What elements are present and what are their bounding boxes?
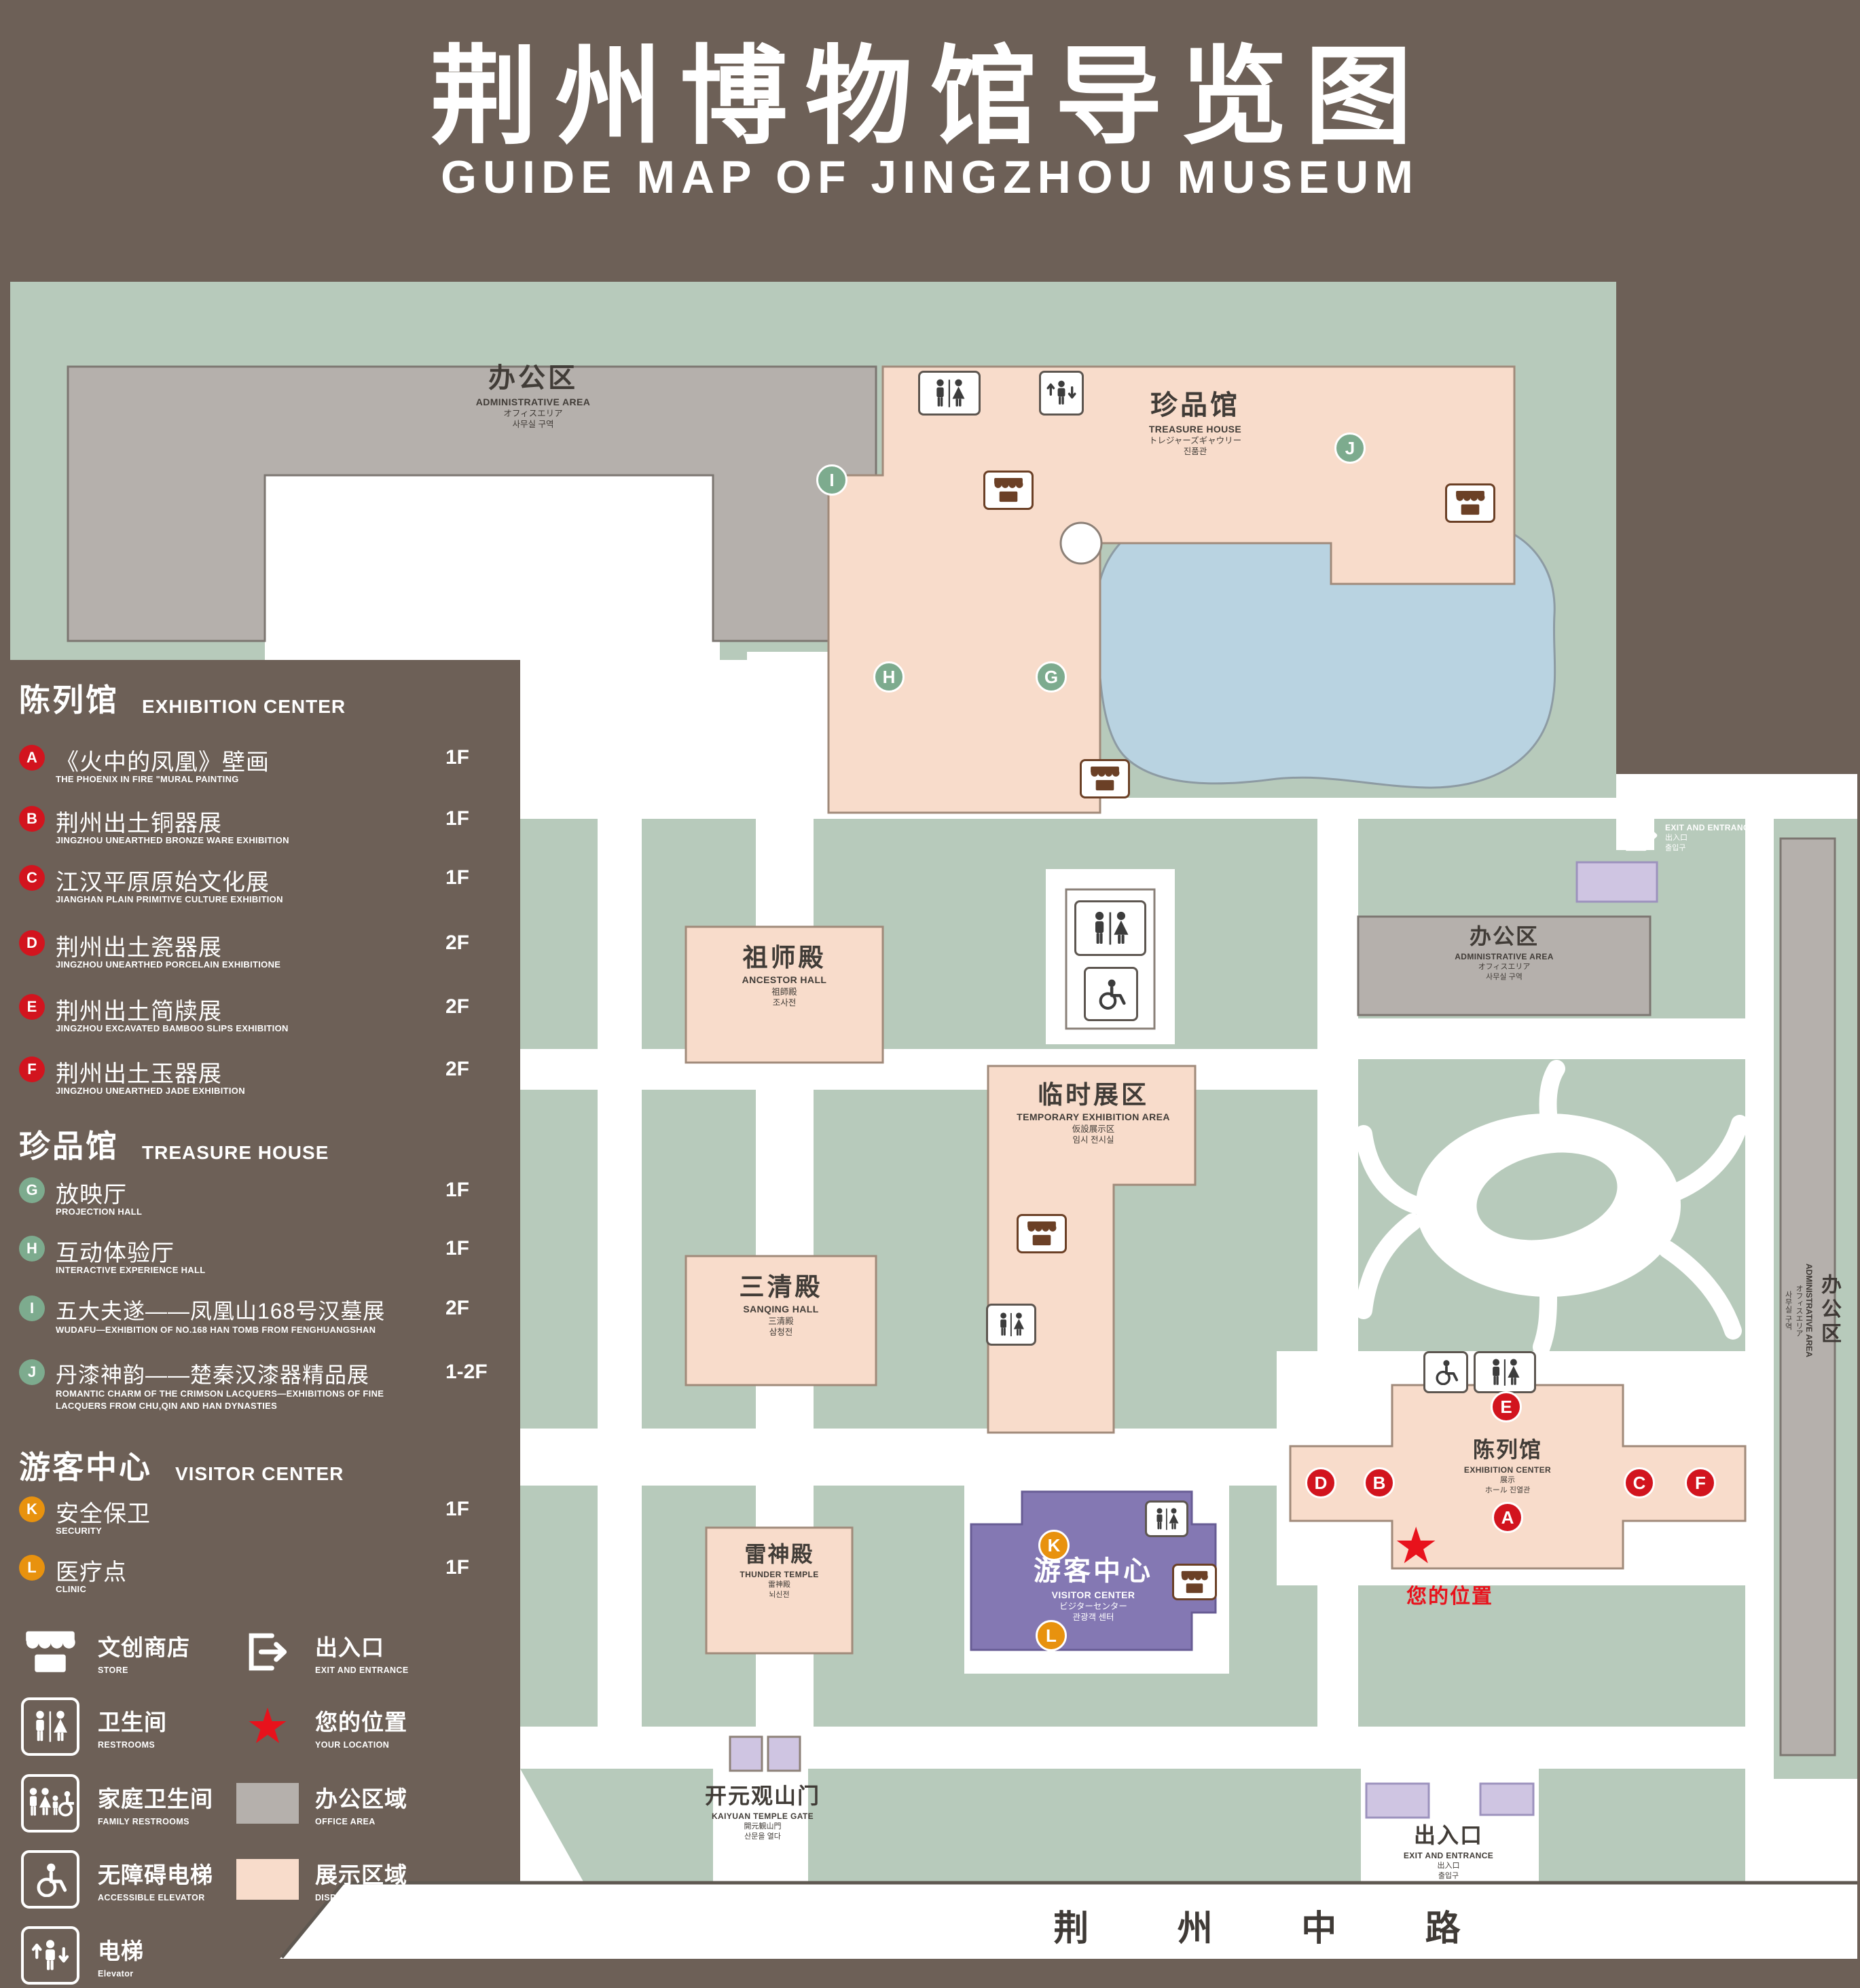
entrance-south <box>1365 1782 1430 1819</box>
road-edge <box>280 1881 1857 1959</box>
building-ancestor-hall <box>685 925 884 1064</box>
store-icon <box>1445 483 1495 523</box>
label-kaiyuan-gate: 开元观山门 KAIYUAN TEMPLE GATE 開元観山門 산문을 열다 <box>704 1784 820 1841</box>
accessible-elevator-icon <box>21 1850 79 1909</box>
store-icon <box>19 1630 81 1674</box>
label-exit-south: 出入口 EXIT AND ENTRANCE 出入口 출입구 <box>1403 1823 1494 1880</box>
label-ancestor-hall: 祖师殿 ANCESTOR HALL 祖師殿 조사전 <box>742 944 827 1008</box>
section-header-exhibition: 陈列馆 EXHIBITION CENTER <box>19 682 346 718</box>
accessible-elevator-icon <box>1423 1351 1468 1393</box>
exit-icon <box>236 1630 299 1674</box>
map-marker-A: A <box>1492 1502 1523 1533</box>
page-title: 荆州博物馆导览图 <box>430 37 1430 157</box>
label-sanqing-hall: 三清殿 SANQING HALL 三清殿 삼청전 <box>739 1273 823 1338</box>
restroom-icon <box>1145 1501 1188 1537</box>
map-marker-G: G <box>1036 661 1067 693</box>
your-location-star: ★ <box>1393 1517 1439 1574</box>
road-name: 荆 州 中 路 <box>1053 1909 1500 1949</box>
entrance-northeast <box>1575 861 1658 903</box>
building-admin-mid <box>1357 915 1652 1016</box>
label-temporary-exhibition: 临时展区 TEMPORARY EXHIBITION AREA 仮設展示区 임시 … <box>1017 1081 1170 1145</box>
label-admin-northwest: 办公区 ADMINISTRATIVE AREA オフィスエリア 사무실 구역 <box>475 363 591 430</box>
building-exhibition-center <box>1289 1384 1747 1570</box>
label-visitor-center: 游客中心 VISITOR CENTER ビジターセンター 관광객 센터 <box>1034 1556 1153 1623</box>
family-restroom-icon <box>21 1774 79 1833</box>
section-header-visitor: 游客中心 VISITOR CENTER <box>19 1450 344 1485</box>
legend-sidebar: 陈列馆 EXHIBITION CENTER A 《火中的凤凰》壁画 THE PH… <box>19 676 501 1988</box>
restroom-icon <box>918 371 981 416</box>
display-area-swatch <box>236 1859 299 1900</box>
map-marker-D: D <box>1305 1467 1336 1498</box>
building-admin-east <box>1779 837 1836 1756</box>
restroom-icon <box>1074 900 1146 956</box>
accessible-restroom-icon <box>1084 967 1138 1021</box>
building-thunder-temple <box>705 1526 854 1655</box>
map-marker-E: E <box>1491 1391 1522 1422</box>
map-marker-H: H <box>873 661 905 693</box>
label-thunder-temple: 雷神殿 THUNDER TEMPLE 雷神殿 뇌신전 <box>740 1542 819 1599</box>
office-area-swatch <box>236 1783 299 1824</box>
building-admin-northwest <box>67 365 877 642</box>
your-location-star: ★ <box>245 1699 290 1754</box>
restroom-icon <box>1474 1351 1536 1393</box>
page-subtitle: GUIDE MAP OF JINGZHOU MUSEUM <box>441 151 1419 203</box>
map-marker-F: F <box>1685 1467 1716 1498</box>
label-admin-mid: 办公区 ADMINISTRATIVE AREA オフィスエリア 사무실 구역 <box>1455 924 1554 981</box>
section-header-treasure: 珍品馆 TREASURE HOUSE <box>19 1128 329 1164</box>
map-marker-K: K <box>1038 1530 1070 1561</box>
store-icon <box>1172 1564 1217 1600</box>
map-marker-J: J <box>1334 432 1366 464</box>
elevator-icon <box>1039 371 1084 416</box>
map-marker-C: C <box>1624 1467 1655 1498</box>
building-sanqing-hall <box>685 1255 877 1386</box>
store-icon <box>1017 1214 1067 1253</box>
label-admin-east: 办公区 ADMINISTRATIVE AREA オフィスエリア 사무실 구역 <box>1784 1264 1840 1357</box>
elevator-icon <box>21 1926 79 1985</box>
restroom-icon <box>986 1304 1036 1346</box>
store-icon <box>983 471 1034 510</box>
fountain <box>1059 521 1103 565</box>
garden <box>1355 1060 1749 1356</box>
label-exit-northeast: 出入口 EXIT AND ENTRANCE 出入口 출입구 <box>1665 795 1755 852</box>
label-exhibition-center: 陈列馆 EXHIBITION CENTER 展示 ホール 진열관 <box>1463 1437 1552 1494</box>
restroom-icon <box>21 1697 79 1756</box>
map-marker-B: B <box>1364 1467 1395 1498</box>
your-location-label: 您的位置 <box>1406 1585 1493 1608</box>
map-marker-L: L <box>1036 1620 1067 1651</box>
map-marker-I: I <box>816 464 847 496</box>
building-temporary-exhibition <box>987 1065 1197 1434</box>
gate-pillar <box>767 1735 801 1772</box>
store-icon <box>1080 759 1130 798</box>
exit-icon <box>1622 817 1661 853</box>
gate-pillar <box>729 1735 763 1772</box>
entrance-south <box>1479 1782 1535 1816</box>
label-treasure-house: 珍品馆 TREASURE HOUSE トレジャーズギャウリー 진품관 <box>1148 390 1242 457</box>
